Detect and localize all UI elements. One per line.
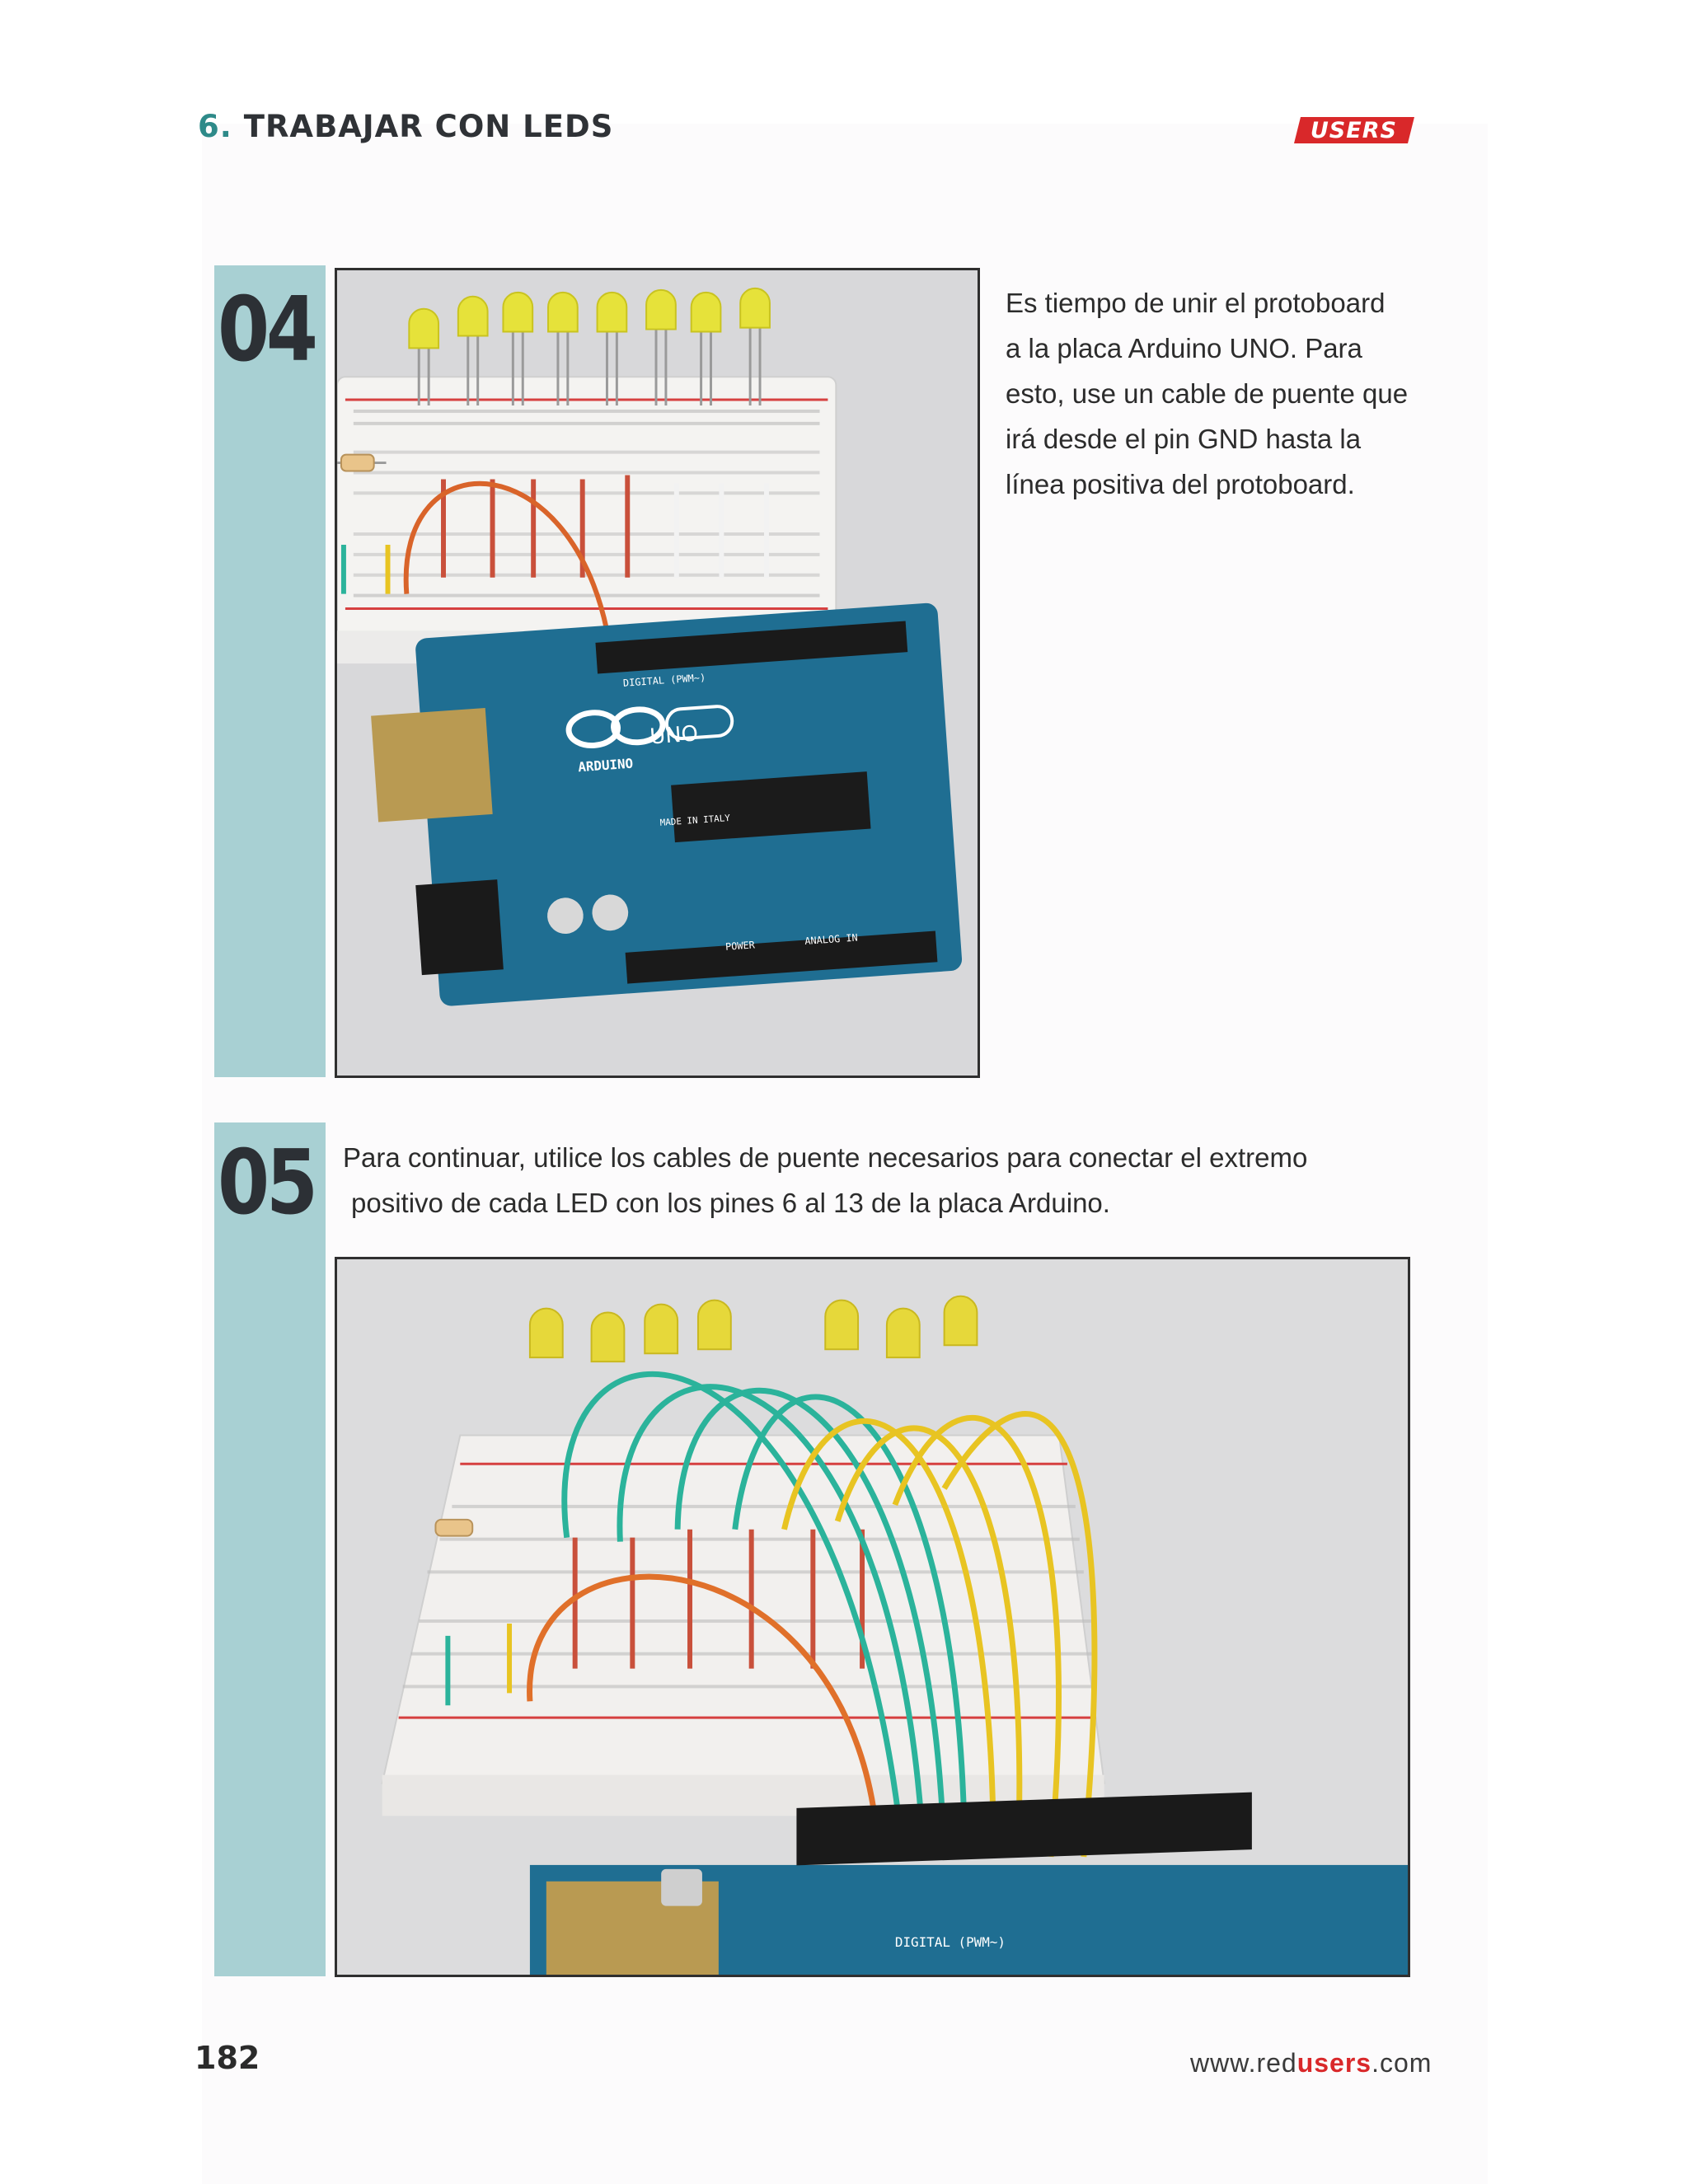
step-04-photo: UNO ARDUINO DIGITAL (PWM~) MADE IN ITALY…: [335, 268, 980, 1078]
step-04-line: a la placa Arduino UNO. Para: [1006, 333, 1362, 363]
url-highlight: users: [1296, 2048, 1372, 2078]
chapter-title: TRABAJAR CON LEDS: [243, 109, 614, 144]
page-number: 182: [195, 2040, 260, 2076]
digital-label: DIGITAL (PWM~): [623, 672, 706, 689]
step-04-text: Es tiempo de unir el protoboard a la pla…: [1006, 280, 1467, 507]
url-prefix: www.red: [1190, 2048, 1297, 2078]
step-04-number: 04: [218, 279, 318, 382]
analog-label: ANALOG IN: [804, 931, 858, 946]
step-04-bar: [214, 265, 326, 1077]
made-in-label: MADE IN ITALY: [659, 813, 730, 828]
step-04-line: esto, use un cable de puente que: [1006, 378, 1409, 409]
url-suffix: .com: [1372, 2048, 1432, 2078]
step-05-number: 05: [218, 1132, 318, 1235]
step-05-text: Para continuar, utilice los cables de pu…: [343, 1135, 1497, 1226]
step-05-photo: DIGITAL (PWM~): [335, 1257, 1410, 1977]
step-04-line: irá desde el pin GND hasta la: [1006, 424, 1362, 454]
brand-logo-text: USERS: [1311, 117, 1398, 143]
board-logo-label: UNO: [649, 721, 698, 749]
board-name-label: ARDUINO: [578, 756, 634, 776]
step-04-line: Es tiempo de unir el protoboard: [1006, 288, 1386, 318]
step-05-line: Para continuar, utilice los cables de pu…: [343, 1142, 1308, 1173]
step-04-line: línea positiva del protoboard.: [1006, 469, 1355, 499]
step-04-photo-illustration: UNO ARDUINO DIGITAL (PWM~) MADE IN ITALY…: [337, 270, 978, 1076]
step-05-photo-illustration: DIGITAL (PWM~): [337, 1259, 1408, 1975]
digital-label: DIGITAL (PWM~): [895, 1934, 1006, 1950]
chapter-number: 6.: [198, 109, 232, 144]
step-05-bar: [214, 1122, 326, 1976]
power-label: POWER: [725, 939, 757, 953]
step-05-line: positivo de cada LED con los pines 6 al …: [351, 1188, 1110, 1218]
brand-logo: USERS: [1294, 117, 1414, 143]
site-url[interactable]: www.redusers.com: [1190, 2048, 1432, 2079]
chapter-heading: 6. TRABAJAR CON LEDS: [198, 109, 613, 144]
